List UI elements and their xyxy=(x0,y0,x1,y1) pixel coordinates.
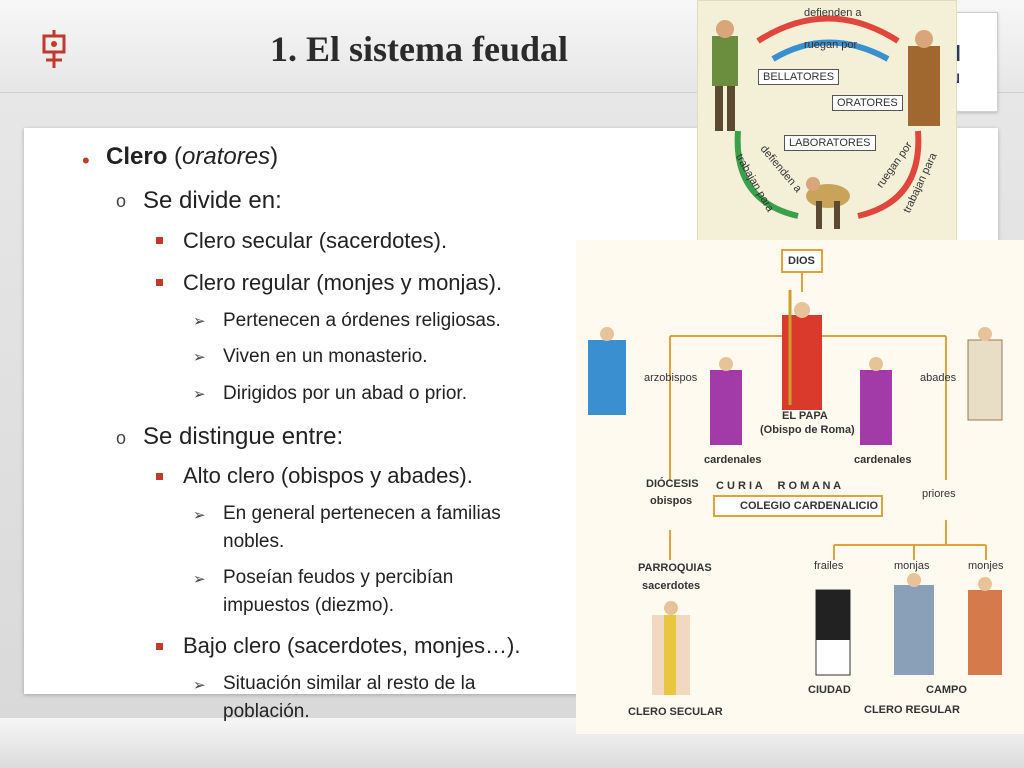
dios-label: DIOS xyxy=(788,255,815,267)
priores-label: priores xyxy=(922,488,956,500)
ciudad-label: CIUDAD xyxy=(808,684,851,696)
clero-secular-label: CLERO SECULAR xyxy=(628,706,723,718)
monk-figure-icon xyxy=(908,30,940,126)
arrow-bullet-icon: ➢ xyxy=(193,571,206,588)
monjas-label: monjas xyxy=(894,560,930,572)
outline-secular: Clero secular (sacerdotes). xyxy=(183,228,448,253)
outline-bajo-1a: Situación similar al resto de la xyxy=(223,673,476,694)
estamentos-illustration: BELLATORES ORATORES LABORATORES defiende… xyxy=(697,0,957,244)
outline-regular-1: Pertenecen a órdenes religiosas. xyxy=(223,310,501,331)
friar-figure-icon xyxy=(815,589,851,676)
arzobispos-label: arzobispos xyxy=(644,372,698,384)
clergy-hierarchy-diagram: DIOS arzobispos abades EL PAPA (Obispo d… xyxy=(576,240,1024,734)
pope-figure-icon xyxy=(782,290,822,410)
cardenales-right-label: cardenales xyxy=(854,454,912,466)
cardinal-right-figure-icon xyxy=(860,357,892,445)
arrow-bullet-icon: ➢ xyxy=(193,507,206,524)
priest-figure-icon xyxy=(652,601,690,695)
nun-figure-icon xyxy=(894,573,934,675)
outline-alto-1b: nobles. xyxy=(223,531,285,552)
outline-distingue: Se distingue entre: xyxy=(143,423,344,450)
monk-figure-icon xyxy=(968,577,1002,675)
papa-label: EL PAPA xyxy=(782,410,828,422)
papa-sub-label: (Obispo de Roma) xyxy=(760,424,855,436)
arrow-text-mid: ruegan por xyxy=(804,39,858,51)
outline-bajo: Bajo clero (sacerdotes, monjes…). xyxy=(183,633,521,658)
arrow-bullet-icon: ➢ xyxy=(193,386,206,403)
bellatores-label: BELLATORES xyxy=(758,69,840,85)
square-bullet-icon xyxy=(156,643,163,650)
colegio-label: COLEGIO CARDENALICIO xyxy=(740,500,879,512)
outline-alto-2a: Poseían feudos y percibían xyxy=(223,567,454,588)
outline-regular: Clero regular (monjes y monjas). xyxy=(183,270,503,295)
archbishop-figure-icon xyxy=(588,327,626,415)
peasant-figure-icon xyxy=(806,177,850,229)
bullet-dot-icon: • xyxy=(82,148,90,173)
slide-title: 1. El sistema feudal xyxy=(270,29,569,69)
abbot-figure-icon xyxy=(967,327,1003,421)
cardenales-left-label: cardenales xyxy=(704,454,762,466)
abades-label: abades xyxy=(920,372,957,384)
square-bullet-icon xyxy=(156,279,163,286)
outline-regular-2: Viven en un monasterio. xyxy=(223,346,428,367)
laboratores-label: LABORATORES xyxy=(784,135,876,151)
ring-bullet-icon: o xyxy=(116,428,127,448)
paren-open: ( xyxy=(167,143,183,170)
arrow-text-top: defienden a xyxy=(804,7,862,19)
clero-regular-label: CLERO REGULAR xyxy=(864,704,960,716)
obispos-label: obispos xyxy=(650,495,693,507)
outline-alto: Alto clero (obispos y abades). xyxy=(183,463,473,488)
clero-label: Clero xyxy=(106,143,168,170)
parroquias-label: PARROQUIAS xyxy=(638,562,712,574)
oratores-label: oratores xyxy=(182,143,271,170)
outline-alto-1a: En general pertenecen a familias xyxy=(223,503,501,524)
sacerdotes-label: sacerdotes xyxy=(642,580,701,592)
arrow-bullet-icon: ➢ xyxy=(193,313,206,330)
outline-divide: Se divide en: xyxy=(143,187,282,214)
arrow-bullet-icon: ➢ xyxy=(193,677,206,694)
outline-alto-2b: impuestos (diezmo). xyxy=(223,595,395,616)
ring-bullet-icon: o xyxy=(116,191,127,211)
arrow-bullet-icon: ➢ xyxy=(193,349,206,366)
monjes-label: monjes xyxy=(968,560,1004,572)
oratores-label-box: ORATORES xyxy=(832,95,903,111)
frailes-label: frailes xyxy=(814,560,844,572)
campo-label: CAMPO xyxy=(926,684,967,696)
knight-figure-icon xyxy=(712,20,738,131)
diocesis-label: DIÓCESIS xyxy=(646,478,699,490)
square-bullet-icon xyxy=(156,473,163,480)
paren-close: ) xyxy=(270,143,279,170)
square-bullet-icon xyxy=(156,237,163,244)
curia-label: C U R I A R O M A N A xyxy=(716,480,842,492)
outline-regular-3: Dirigidos por un abad o prior. xyxy=(223,383,467,404)
presentation-logo-icon xyxy=(38,30,70,70)
outline-bajo-1b: población. xyxy=(223,701,310,722)
outline-clero: Clero (oratores) xyxy=(106,143,278,171)
cardinal-left-figure-icon xyxy=(710,357,742,445)
